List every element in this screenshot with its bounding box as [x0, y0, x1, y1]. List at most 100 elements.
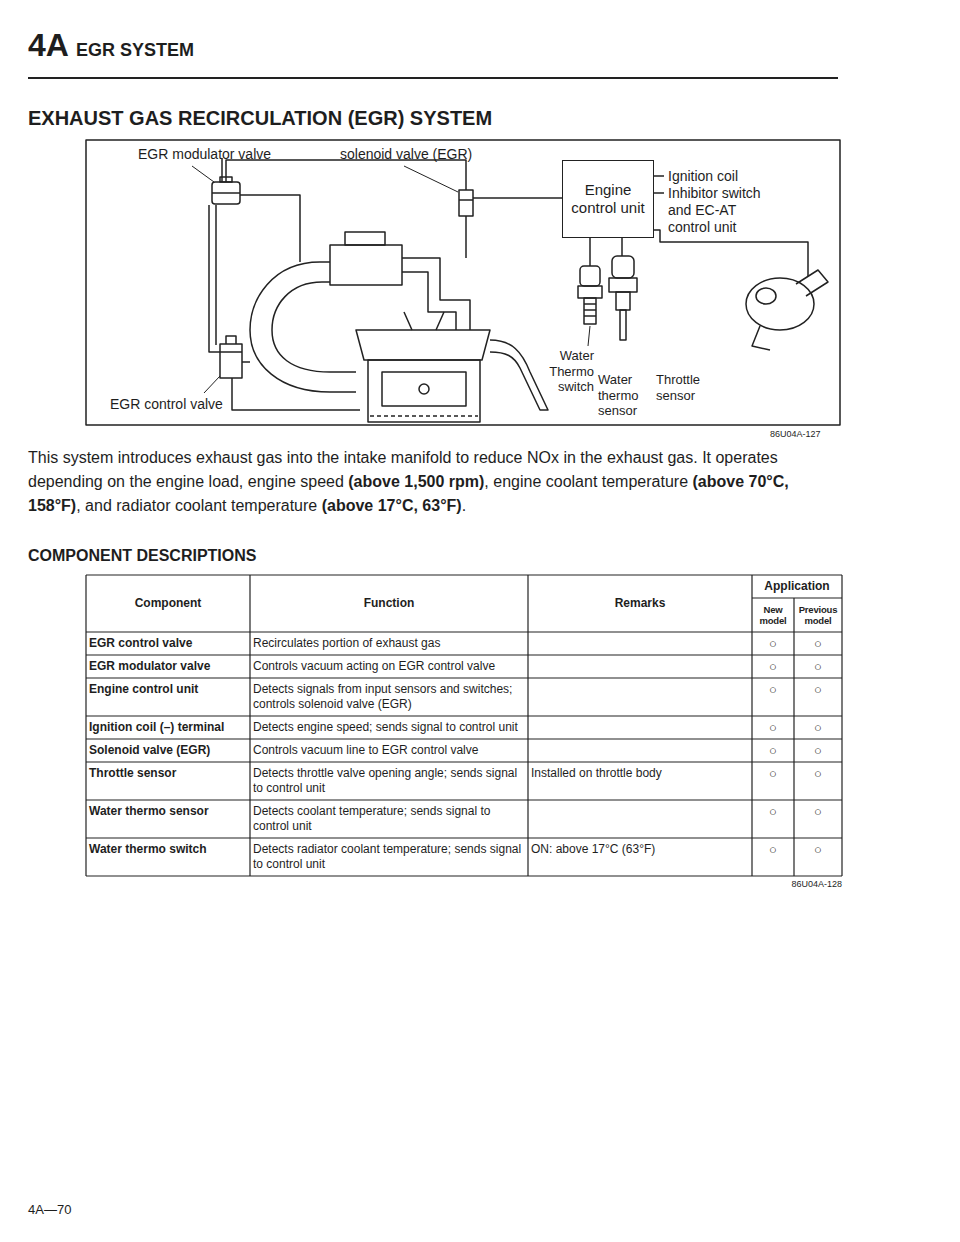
paragraph-text: , and radiator coolant temperature	[76, 497, 321, 514]
table-rule	[86, 738, 842, 739]
table-header: Previous model	[797, 604, 839, 626]
application-mark: ○	[755, 682, 791, 697]
condition-value: (above 1,500 rpm)	[348, 473, 484, 490]
part-label: EGR control valve	[110, 396, 223, 413]
diagram-frame	[86, 140, 840, 425]
figure-code: 86U04A-127	[770, 429, 821, 440]
table-rule	[86, 574, 842, 575]
application-mark: ○	[755, 636, 791, 651]
egr-control-valve	[220, 336, 242, 378]
table-rule	[527, 575, 528, 876]
page-number: 4A—70	[28, 1202, 71, 1218]
section-title: EGR SYSTEM	[76, 40, 194, 62]
table-cell: Detects engine speed; sends signal to co…	[253, 720, 525, 735]
section-heading: COMPONENT DESCRIPTIONS	[28, 546, 256, 565]
table-cell: Controls vacuum acting on EGR control va…	[253, 659, 525, 674]
leader-line	[404, 166, 458, 192]
vacuum-hose	[209, 205, 220, 352]
component-name: EGR modulator valve	[89, 659, 247, 674]
table-cell: Detects coolant temperature; sends signa…	[253, 804, 525, 834]
vacuum-hose	[226, 160, 466, 190]
node-text: Engine control unit	[567, 181, 649, 217]
figure-code: 86U04A-128	[791, 879, 842, 890]
table-rule	[86, 875, 842, 876]
wire	[621, 238, 623, 256]
table-rule	[249, 575, 250, 876]
application-mark: ○	[797, 636, 839, 651]
control-unit-box: Engine control unit	[562, 160, 654, 238]
application-mark: ○	[755, 743, 791, 758]
body-paragraph: This system introduces exhaust gas into …	[28, 446, 840, 518]
section-number: 4A	[28, 26, 69, 64]
application-mark: ○	[755, 842, 791, 857]
paragraph-text: .	[462, 497, 466, 514]
page-title: EXHAUST GAS RECIRCULATION (EGR) SYSTEM	[28, 106, 492, 130]
application-mark: ○	[797, 743, 839, 758]
throttle-sensor	[746, 270, 828, 350]
component-name: Water thermo sensor	[89, 804, 247, 819]
component-name: Water thermo switch	[89, 842, 247, 857]
header-rule	[28, 77, 838, 79]
component-name: Throttle sensor	[89, 766, 247, 781]
part-label: Ignition coil	[668, 168, 738, 185]
table-rule	[751, 575, 752, 876]
table-rule	[86, 715, 842, 716]
exhaust-pipe	[490, 340, 548, 410]
part-label: Water Thermo switch	[532, 348, 594, 395]
table-cell: Recirculates portion of exhaust gas	[253, 636, 525, 651]
condition-value: (above 17°C, 63°F)	[322, 497, 462, 514]
application-mark: ○	[755, 766, 791, 781]
application-mark: ○	[797, 766, 839, 781]
table-header: Component	[89, 596, 247, 611]
table-header: Function	[253, 596, 525, 611]
vacuum-hose	[240, 195, 300, 262]
table-rule	[86, 654, 842, 655]
egr-pipe	[232, 378, 360, 410]
component-name: Engine control unit	[89, 682, 247, 697]
application-mark: ○	[797, 682, 839, 697]
leader-line	[192, 166, 214, 182]
table-header: New model	[755, 604, 791, 626]
solenoid-valve	[459, 190, 562, 216]
application-mark: ○	[797, 804, 839, 819]
vacuum-hose	[465, 215, 467, 258]
table-header: Application	[755, 579, 839, 594]
application-mark: ○	[755, 804, 791, 819]
table-rule	[86, 631, 842, 632]
paragraph-text: , engine coolant temperature	[484, 473, 692, 490]
engine-cylinder	[356, 312, 490, 422]
table-rule	[86, 799, 842, 800]
part-label: Inhibitor switch and EC-AT control unit	[668, 185, 780, 235]
table-header: Remarks	[531, 596, 749, 611]
vacuum-hose	[215, 205, 217, 345]
component-name: EGR control valve	[89, 636, 247, 651]
table-rule	[752, 597, 842, 598]
table-rule	[841, 575, 842, 876]
water-thermo-switch	[578, 266, 602, 324]
table-cell: Detects radiator coolant temperature; se…	[253, 842, 525, 872]
leader-line	[204, 376, 220, 393]
component-name: Ignition coil (–) terminal	[89, 720, 247, 735]
wire	[589, 238, 591, 266]
application-mark: ○	[797, 720, 839, 735]
table-cell: Controls vacuum line to EGR control valv…	[253, 743, 525, 758]
intake-manifold	[250, 232, 470, 392]
leader-line	[588, 326, 590, 346]
application-mark: ○	[755, 659, 791, 674]
table-rule	[86, 677, 842, 678]
application-mark: ○	[797, 659, 839, 674]
part-label: solenoid valve (EGR)	[340, 146, 472, 163]
application-mark: ○	[755, 720, 791, 735]
table-rule	[793, 598, 794, 876]
table-cell: ON: above 17°C (63°F)	[531, 842, 749, 857]
part-label: Water thermo sensor	[598, 372, 650, 419]
part-label: EGR modulator valve	[138, 146, 271, 163]
wire	[650, 230, 808, 276]
table-cell: Installed on throttle body	[531, 766, 749, 781]
table-rule	[86, 837, 842, 838]
egr-modulator-valve	[212, 177, 240, 204]
component-name: Solenoid valve (EGR)	[89, 743, 247, 758]
part-label: Throttle sensor	[656, 372, 716, 403]
table-rule	[85, 575, 86, 876]
